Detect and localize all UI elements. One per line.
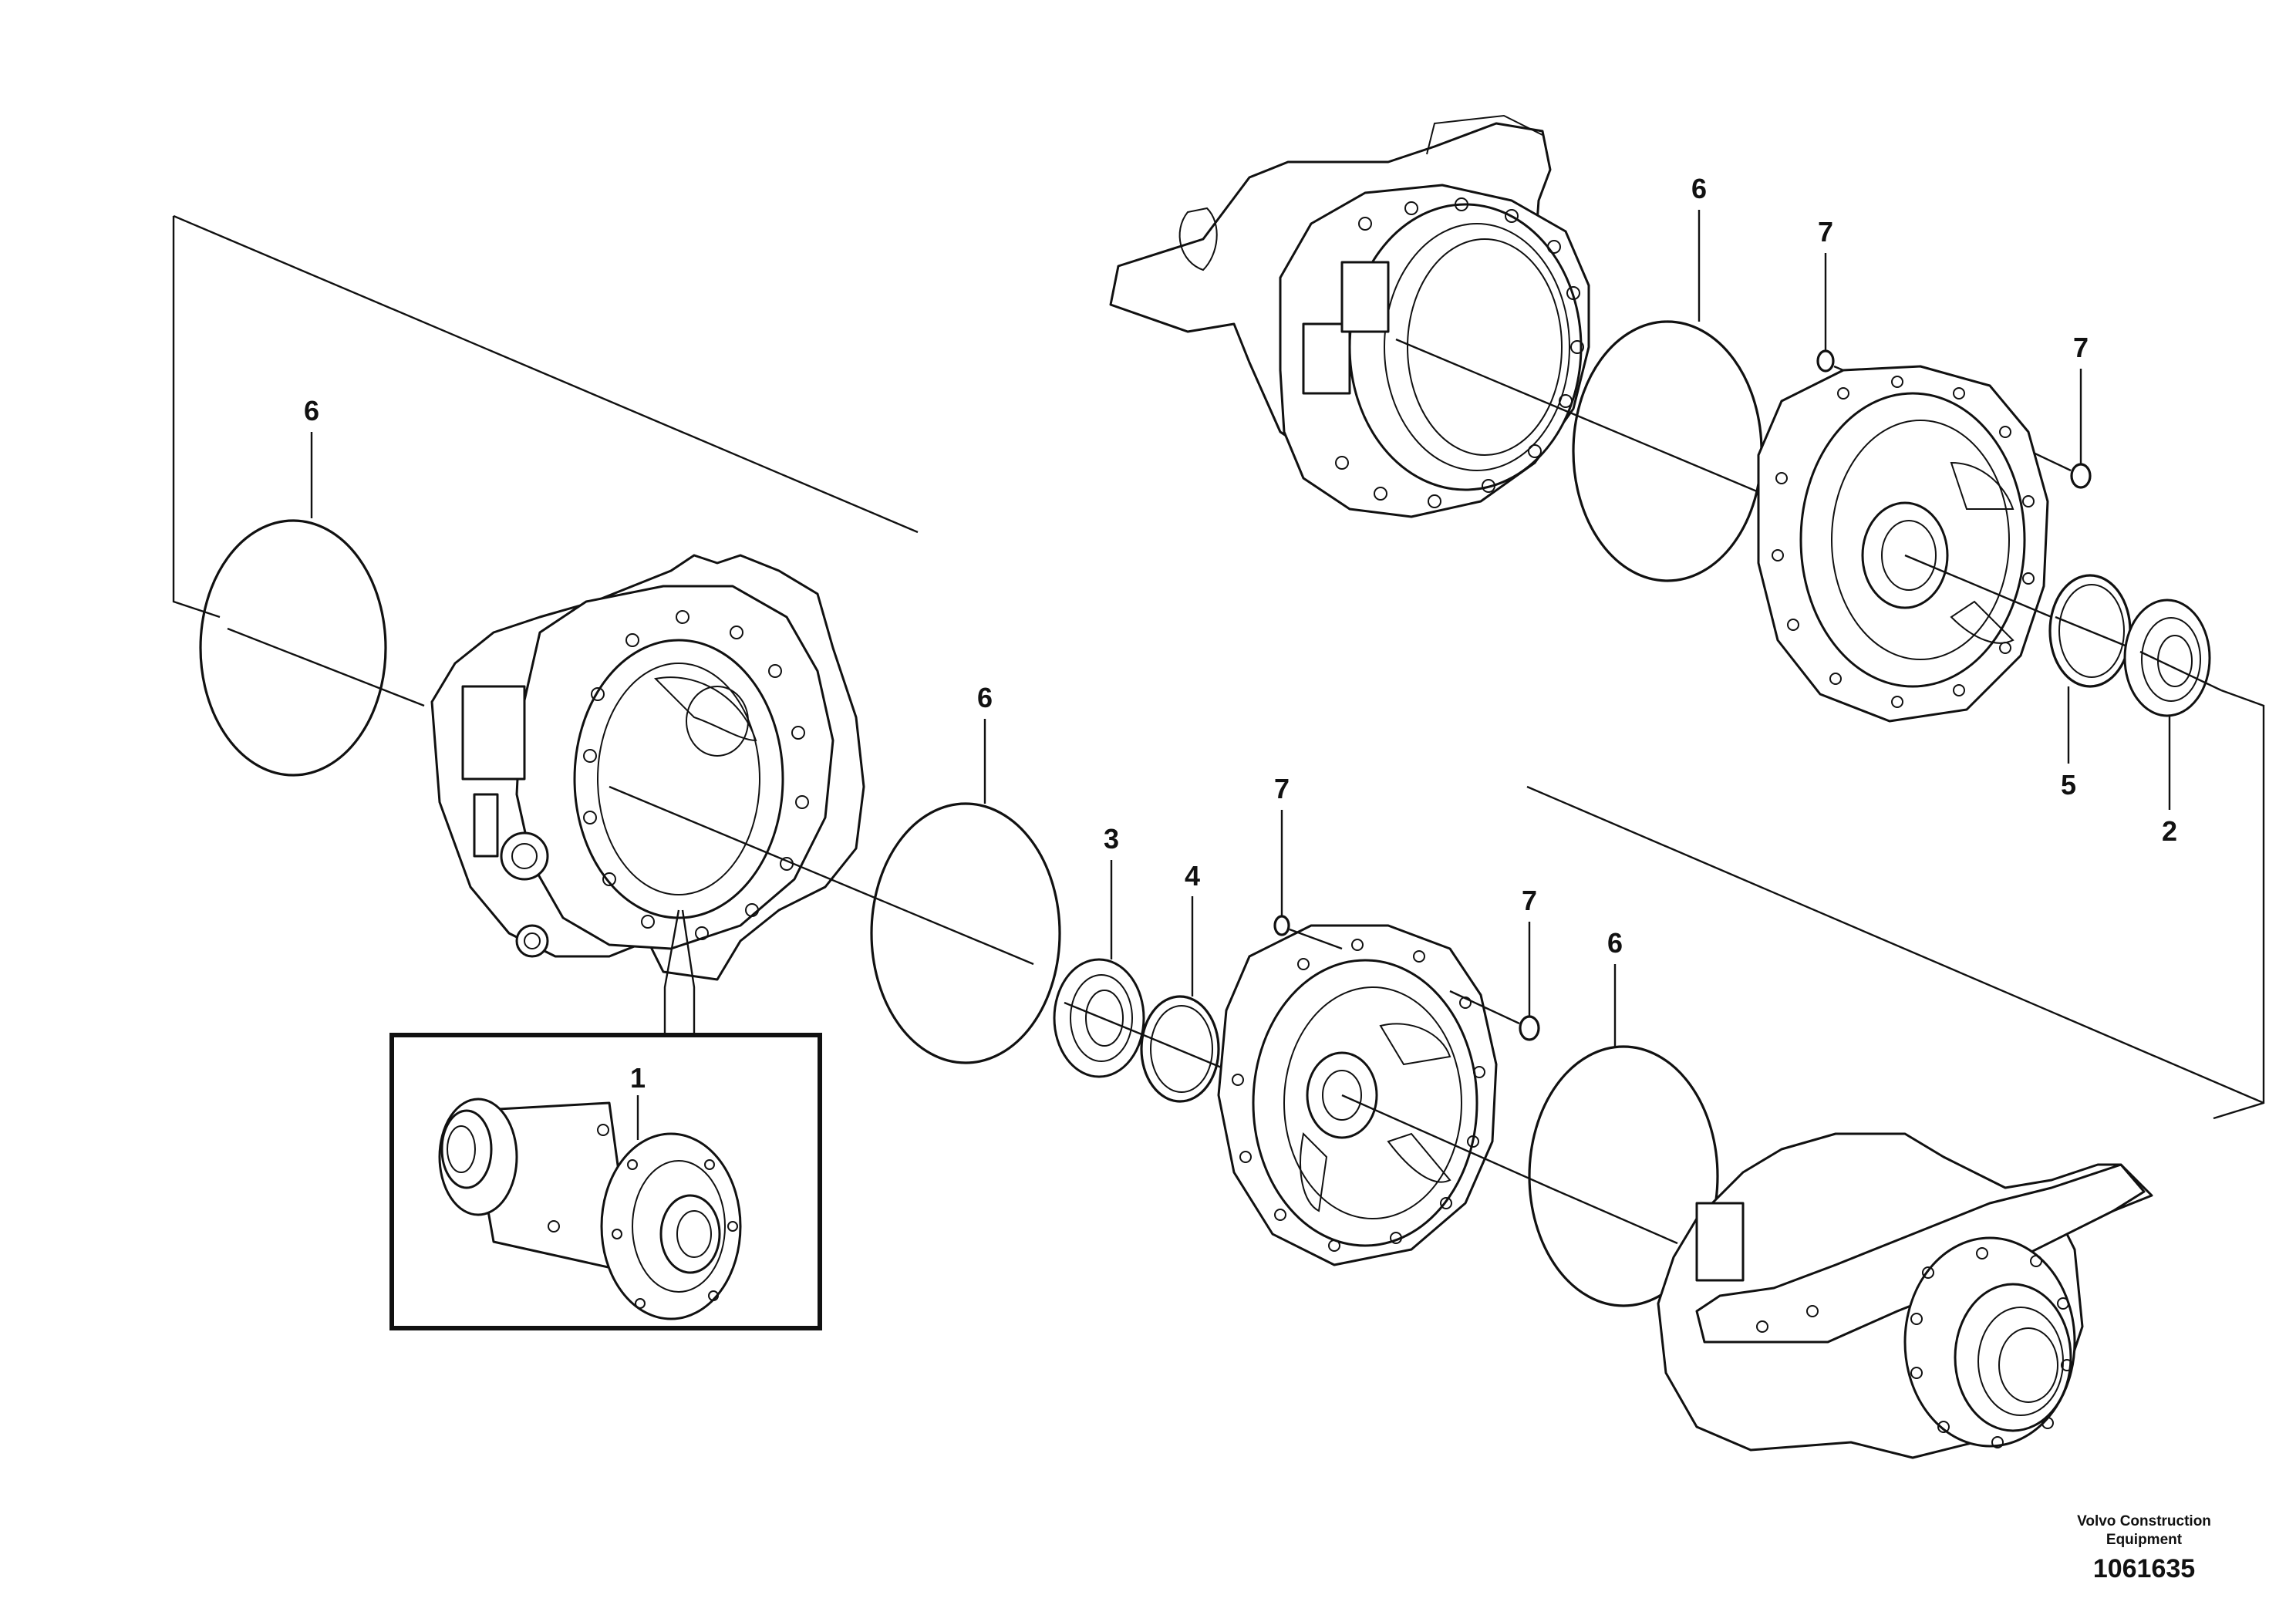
callout-numbers: 1 2 3 4 5 6 6 6 6 7 7 7 7 [304, 173, 2177, 1094]
callout-3: 3 [1104, 823, 1119, 855]
axle-housing-bottom [1657, 1132, 2153, 1459]
brand-line-2: Equipment [2106, 1532, 2183, 1548]
detail-box-part-1 [389, 909, 822, 1330]
callout-7-upper-left: 7 [1818, 216, 1833, 248]
differential-unit [438, 1098, 742, 1320]
brand-line-1: Volvo Construction [2077, 1513, 2211, 1529]
hub-upper-bolt-holes [1772, 376, 2035, 708]
housing-bolt-holes-bottom [1756, 1247, 2073, 1448]
callout-leaders [310, 210, 2171, 1140]
bearing-2 [2123, 599, 2222, 717]
footer: Volvo Construction Equipment 1061635 [2077, 1513, 2211, 1583]
callout-6-upper: 6 [1691, 173, 1707, 204]
callout-2: 2 [2162, 815, 2177, 847]
bearing-3 [1053, 958, 1150, 1078]
callout-7-upper-right: 7 [2073, 332, 2089, 363]
o-ring-left [199, 519, 425, 777]
drawing-number: 1061635 [2093, 1554, 2195, 1583]
callout-6-left: 6 [304, 395, 319, 427]
callout-1: 1 [630, 1062, 646, 1094]
o-ring-middle [609, 785, 1061, 1064]
callout-6-lower: 6 [1607, 927, 1623, 959]
axle-housing-top [1109, 114, 1590, 518]
carrier-bolt-holes [583, 610, 809, 940]
o-ring-lower [1528, 1045, 1719, 1307]
assembly-outline-right [1526, 689, 2265, 1120]
assembly-outline-left [172, 214, 919, 619]
hub-upper [1757, 365, 2052, 723]
callout-6-middle: 6 [977, 682, 993, 713]
callout-5: 5 [2061, 769, 2076, 801]
callout-4: 4 [1185, 860, 1200, 892]
callout-7-lower-right: 7 [1522, 885, 1537, 916]
hub-lower [1217, 924, 1551, 1266]
housing-bolt-holes-top [1335, 197, 1584, 508]
differential-carrier [430, 554, 865, 981]
hub-lower-bolt-holes [1232, 939, 1485, 1252]
callout-7-lower-left: 7 [1274, 773, 1290, 804]
